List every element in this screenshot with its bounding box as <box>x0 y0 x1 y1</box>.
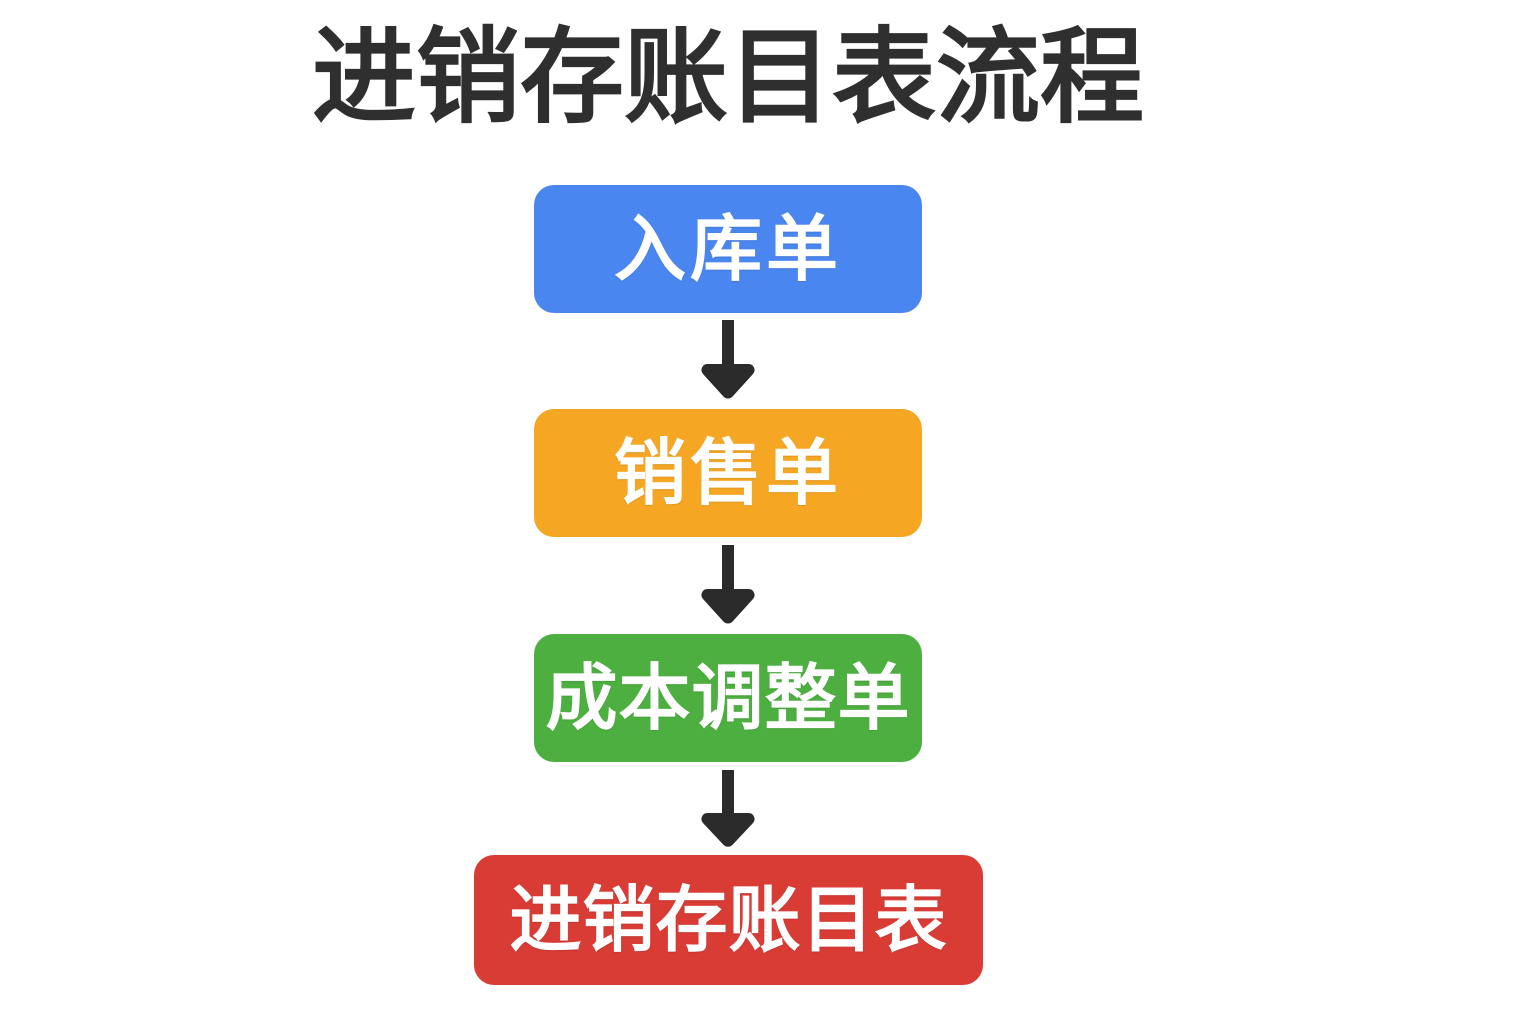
flow-node-inbound-order[interactable]: 入库单 <box>534 185 922 313</box>
flow-arrow-sales-to-cost-adjustment <box>700 545 756 627</box>
flow-node-sales-order-label: 销售单 <box>613 431 842 515</box>
arrow-down-icon <box>701 770 755 847</box>
arrow-down-icon <box>701 320 755 399</box>
page-title: 进销存账目表流程 <box>311 16 1144 138</box>
flow-node-cost-adjustment-order[interactable]: 成本调整单 <box>534 634 922 762</box>
flow-node-inventory-ledger-report-label: 进销存账目表 <box>509 878 948 962</box>
flow-node-cost-adjustment-order-label: 成本调整单 <box>545 656 911 740</box>
arrow-down-icon <box>701 545 755 624</box>
flow-node-sales-order[interactable]: 销售单 <box>534 409 922 537</box>
flow-node-inbound-order-label: 入库单 <box>613 207 842 291</box>
flow-arrow-inbound-to-sales <box>700 320 756 402</box>
flow-arrow-cost-adjustment-to-ledger <box>700 770 756 850</box>
flow-node-inventory-ledger-report[interactable]: 进销存账目表 <box>474 855 983 985</box>
